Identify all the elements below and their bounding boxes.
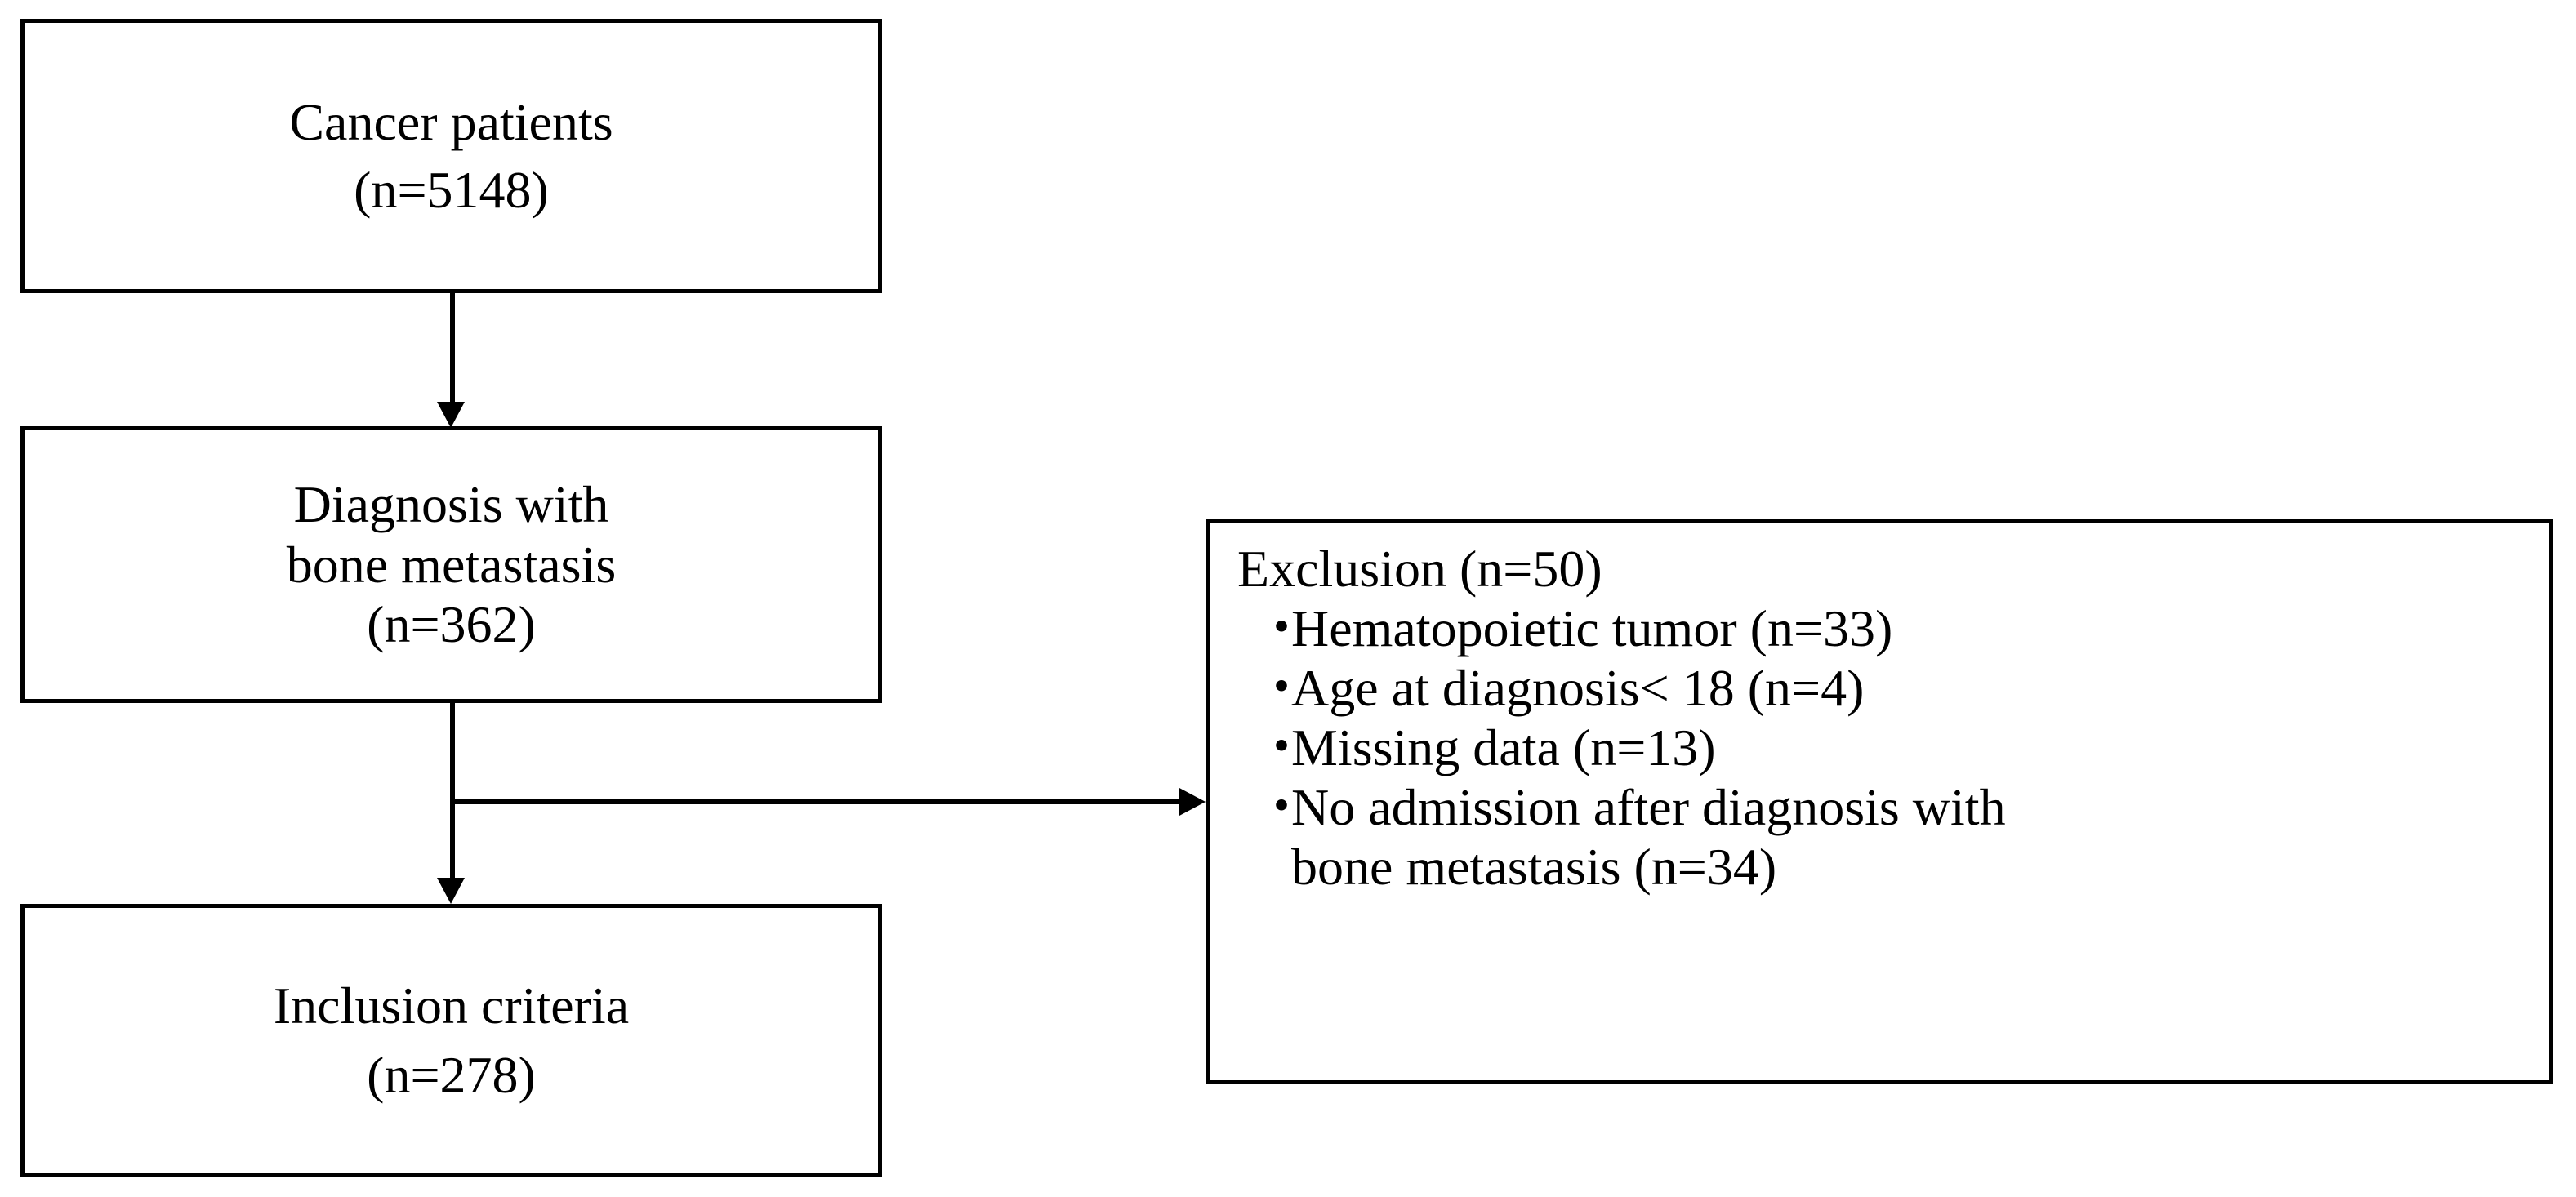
flow-box-inclusion-line-1: Inclusion criteria (273, 976, 630, 1035)
exclusion-title: Exclusion (n=50) (1237, 540, 1602, 598)
exclusion-list-item: ・ Age at diagnosis< 18 (n=4) (1237, 659, 2549, 719)
connector-cancer-to-diagnosis-line (450, 292, 455, 407)
flow-box-diagnosis-line-3: (n=362) (367, 595, 536, 654)
flow-box-cancer-patients-line-1: Cancer patients (289, 92, 613, 151)
exclusion-list-item-label-line-2: bone metastasis (n=34) (1291, 837, 1777, 896)
exclusion-list-item-label: No admission after diagnosis with bone m… (1291, 778, 2533, 897)
exclusion-list-item-label: Missing data (n=13) (1291, 718, 1716, 776)
arrow-down-icon-cancer-to-diagnosis (437, 402, 465, 428)
flow-box-diagnosis-line-1: Diagnosis with (293, 475, 609, 534)
middle-dot-bullet-icon: ・ (1255, 658, 1308, 717)
connector-diagnosis-to-exclusion-line (452, 799, 1183, 804)
exclusion-panel: Exclusion (n=50) ・ Hematopoietic tumor (… (1206, 519, 2553, 1084)
connector-diagnosis-to-inclusion-line (450, 703, 455, 881)
flow-box-cancer-patients-line-2: (n=5148) (354, 161, 549, 219)
exclusion-list-item: ・ Hematopoietic tumor (n=33) (1237, 599, 2549, 659)
arrow-down-icon-diagnosis-to-inclusion (437, 878, 465, 904)
flow-box-inclusion-line-2: (n=278) (367, 1046, 536, 1104)
flow-box-diagnosis-line-2: bone metastasis (286, 535, 617, 594)
middle-dot-bullet-icon: ・ (1255, 777, 1308, 836)
exclusion-list-item-label: Age at diagnosis< 18 (n=4) (1291, 658, 1865, 717)
middle-dot-bullet-icon: ・ (1255, 598, 1308, 657)
exclusion-list-item: ・ No admission after diagnosis with bone… (1237, 778, 2549, 897)
flow-box-cancer-patients: Cancer patients (n=5148) (20, 19, 882, 293)
exclusion-reason-list: ・ Hematopoietic tumor (n=33) ・ Age at di… (1237, 599, 2549, 897)
exclusion-list-item: ・ Missing data (n=13) (1237, 719, 2549, 778)
exclusion-list-item-label: Hematopoietic tumor (n=33) (1291, 598, 1893, 657)
middle-dot-bullet-icon: ・ (1255, 718, 1308, 776)
arrow-right-icon-diagnosis-to-exclusion (1179, 788, 1206, 816)
flow-box-diagnosis-bone-metastasis: Diagnosis with bone metastasis (n=362) (20, 426, 882, 703)
exclusion-list-item-label-line-1: No admission after diagnosis with (1291, 777, 2006, 836)
flow-box-inclusion-criteria: Inclusion criteria (n=278) (20, 904, 882, 1177)
